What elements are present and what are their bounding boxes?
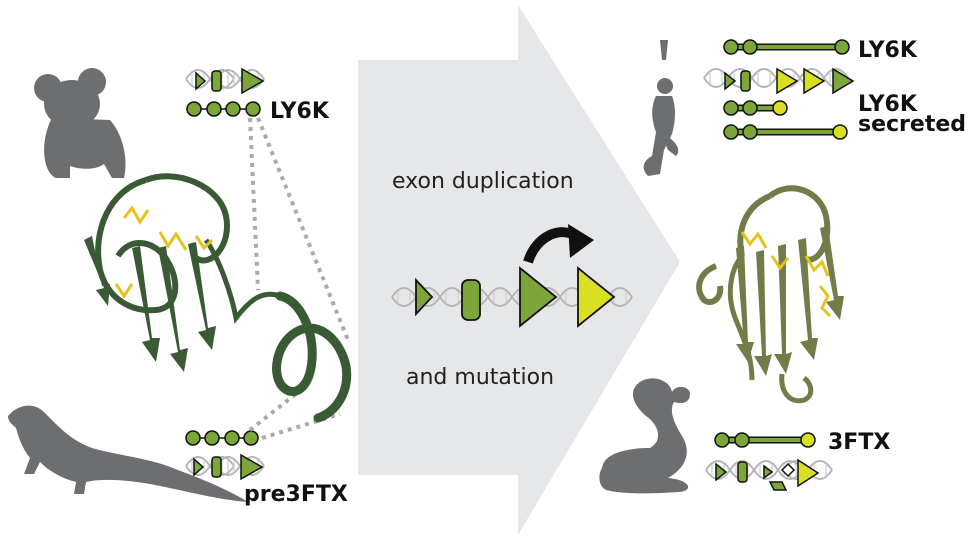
ly6k-right-label: LY6K (858, 38, 918, 63)
3ftx-protein-structure (696, 185, 844, 404)
ly6k-secreted-domains-2 (723, 124, 848, 140)
ly6k-secreted-domains-1 (723, 100, 788, 116)
ly6k-secreted-label-line1: LY6K (858, 92, 918, 117)
lizard-silhouette (8, 405, 248, 502)
ly6k-secreted-exons (703, 67, 855, 95)
3ftx-exons (705, 458, 833, 491)
ly6k-left-label: LY6K (270, 99, 330, 124)
duplication-arrow-icon (523, 224, 594, 264)
zoom-lines (248, 117, 350, 440)
ly6k-left-domains (186, 101, 261, 117)
pre3ftx-domains (185, 430, 259, 446)
pre3ftx-label: pre3FTX (244, 482, 348, 507)
background-arrow (358, 5, 680, 535)
3ftx-domains (714, 432, 816, 448)
cobra-silhouette (599, 378, 690, 494)
ly6k-left-exons (185, 67, 265, 95)
ly6k-secreted-label-line2: secreted (858, 112, 966, 137)
pre3ftx-exons (185, 453, 265, 481)
center-gene-schematic (391, 266, 633, 328)
3ftx-label: 3FTX (828, 430, 890, 455)
pre3ftx-protein-structure (84, 173, 352, 423)
exon-duplication-text: exon duplication (392, 169, 574, 194)
ly6k-right-domains (723, 39, 850, 55)
and-mutation-text: and mutation (406, 365, 554, 390)
yoga-figure-silhouette (643, 40, 679, 176)
koala-silhouette (34, 68, 126, 178)
